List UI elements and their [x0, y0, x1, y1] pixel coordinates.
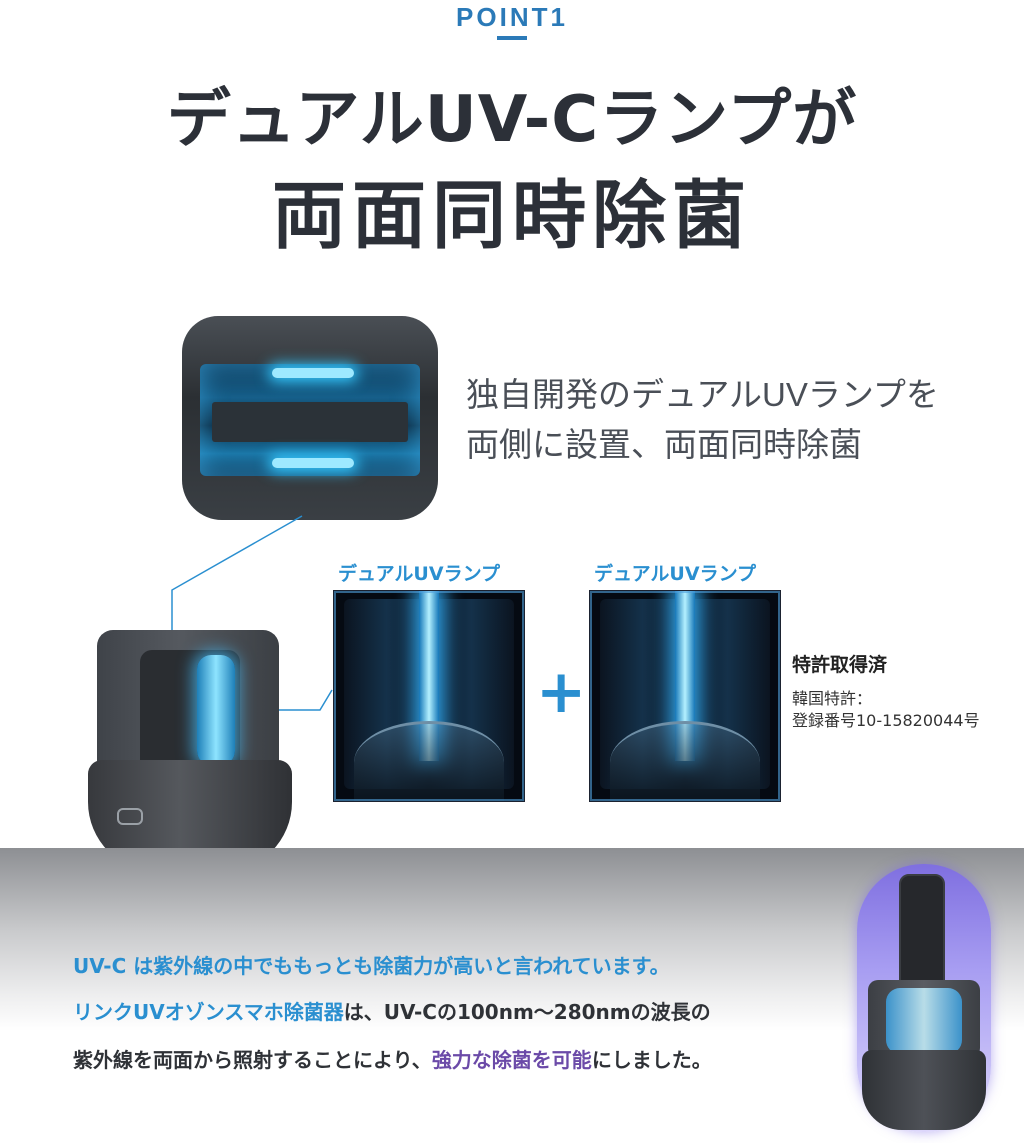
lamp-reflector: [354, 721, 504, 801]
feature-description: 独自開発のデュアルUVランプを 両側に設置、両面同時除菌: [466, 370, 939, 470]
sterilizer-top-view-image: [182, 316, 438, 520]
uv-lamp-upper: [272, 368, 354, 378]
panel-label-left: デュアルUVランプ: [338, 563, 500, 585]
point-underline: [497, 36, 527, 40]
product-name: リンクUVオゾンスマホ除菌器: [73, 1000, 344, 1024]
lamp-reflector: [610, 721, 760, 801]
uv-tube: [419, 591, 439, 761]
body-line-2-rest: は、UV-Cの100nm～280nmの波長の: [343, 1000, 711, 1024]
patent-title: 特許取得済: [792, 654, 888, 676]
phone-slot: [212, 402, 408, 442]
description-line-2: 両側に設置、両面同時除菌: [466, 426, 862, 463]
uv-tube: [675, 591, 695, 761]
callout-line-top: [171, 515, 303, 640]
headline-line-2: 両面同時除菌: [272, 173, 752, 259]
panel-label-right: デュアルUVランプ: [594, 563, 756, 585]
uv-lamp-side: [197, 655, 235, 765]
uv-lamp-closeup-left: [333, 590, 525, 802]
panel-frame: [334, 591, 524, 801]
bottom-gradient-band: [0, 848, 1024, 1143]
patent-country: 韓国特許：: [792, 689, 873, 708]
description-line-1: 独自開発のデュアルUVランプを: [466, 376, 939, 413]
patent-number: 登録番号10-15820044号: [792, 711, 980, 730]
point-label: POINT1: [456, 2, 568, 32]
sterilizer-base-small: [862, 1050, 986, 1130]
body-line-3-highlight: 強力な除菌を可能: [431, 1048, 592, 1072]
uv-lamp-closeup-right: [589, 590, 781, 802]
plus-icon: +: [536, 657, 587, 727]
headline-line-1: デュアルUV-Cランプが: [166, 83, 858, 157]
body-line-3: 紫外線を両面から照射することにより、強力な除菌を可能にしました。: [73, 1044, 712, 1073]
uv-light-effect: [886, 988, 962, 1054]
body-line-1-text: UV-C は紫外線の中でももっとも除菌力が高いと言われています。: [73, 954, 670, 978]
body-line-3-end: にしました。: [591, 1048, 712, 1072]
body-line-3-start: 紫外線を両面から照射することにより、: [73, 1048, 432, 1072]
body-line-2: リンクUVオゾンスマホ除菌器は、UV-Cの100nm～280nmの波長の: [73, 996, 711, 1025]
uv-lamp-lower: [272, 458, 354, 468]
panel-frame: [590, 591, 780, 801]
body-line-1: UV-C は紫外線の中でももっとも除菌力が高いと言われています。: [73, 950, 670, 979]
power-button-icon: [117, 808, 143, 825]
